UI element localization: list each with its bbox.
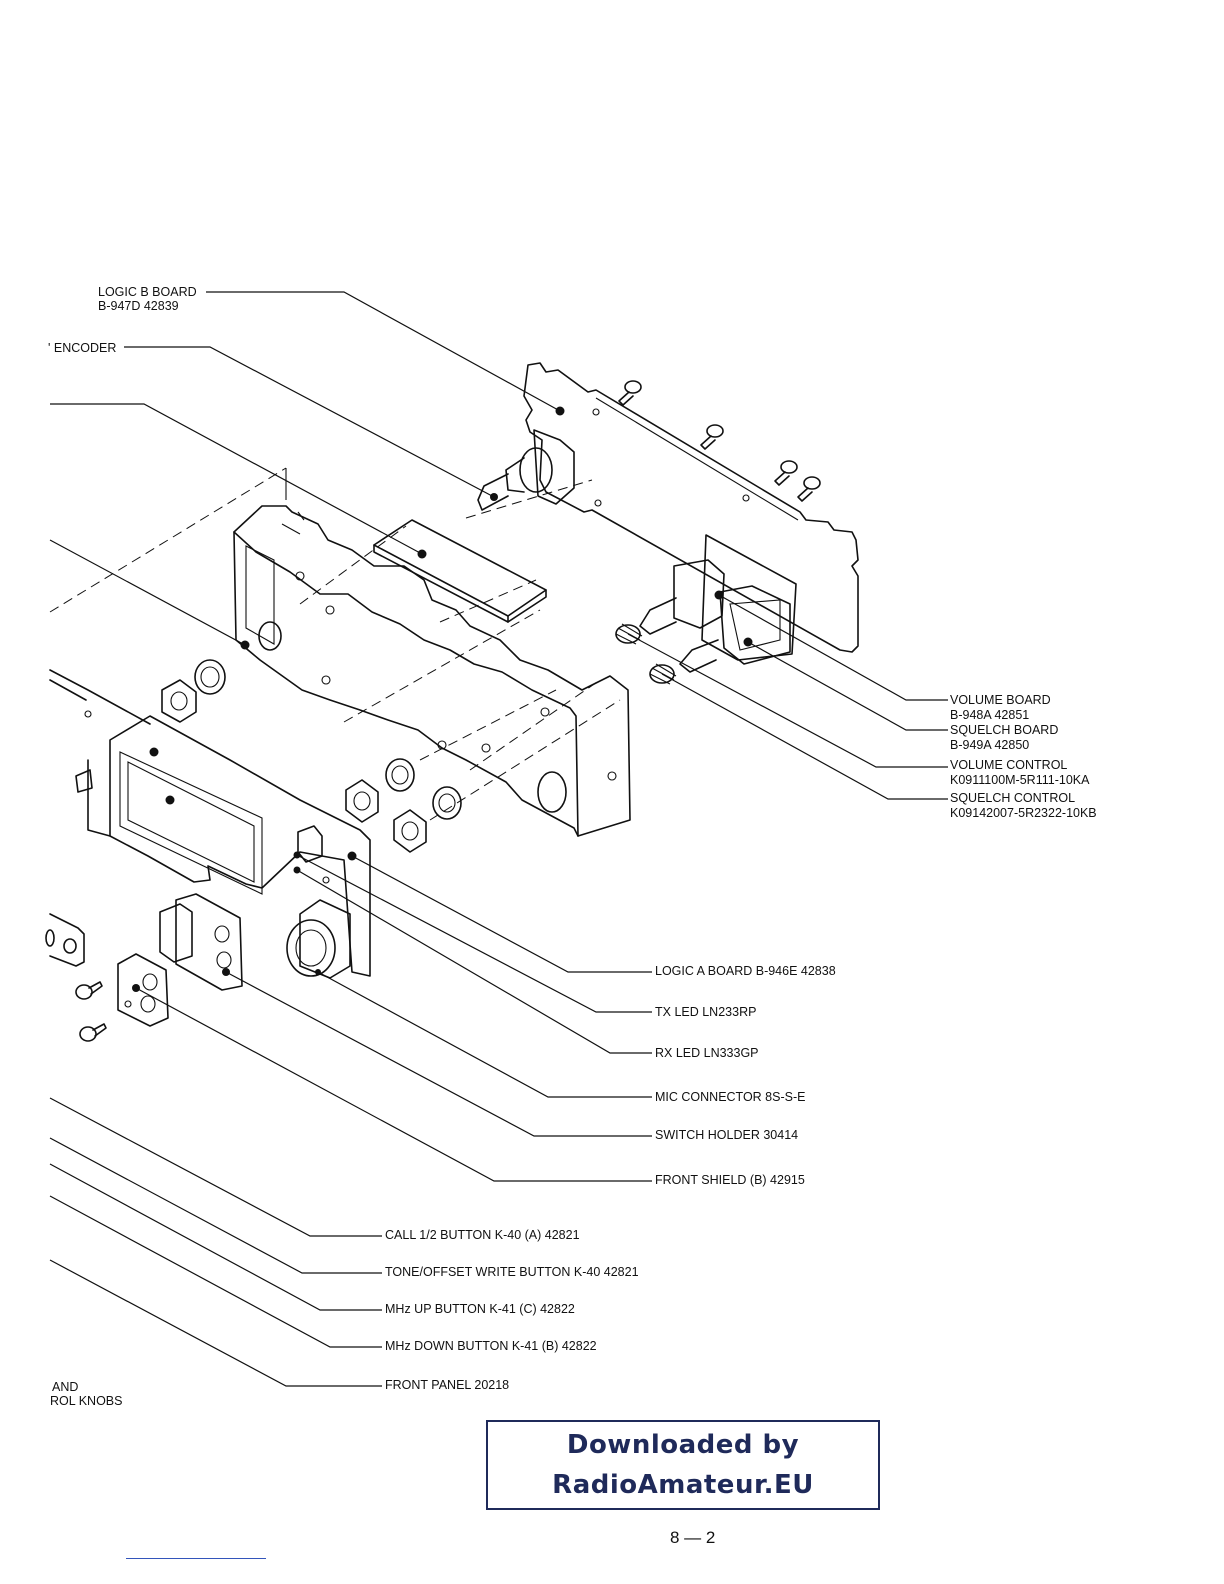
label-volume-control: VOLUME CONTROL [950, 758, 1067, 772]
screw-set-front [75, 981, 107, 1042]
label-volume-control-part: K0911100M-5R111-10KA [950, 773, 1090, 787]
logic-a-board-drawing [49, 669, 371, 977]
watermark-box: Downloaded by RadioAmateur.EU [486, 1420, 880, 1510]
footer-rule [126, 1558, 266, 1559]
watermark-line-1: Downloaded by [566, 1430, 800, 1460]
label-logic-a-board: LOGIC A BOARD B-946E 42838 [655, 964, 836, 978]
volume-squelch-boards-drawing [673, 534, 797, 665]
label-logic-b-board-part: B-947D 42839 [98, 299, 179, 313]
label-volume-board: VOLUME BOARD [950, 693, 1051, 707]
label-call-button: CALL 1/2 BUTTON K-40 (A) 42821 [385, 1228, 580, 1242]
screw-set-rear [618, 380, 821, 502]
watermark-line-2: RadioAmateur.EU [552, 1470, 814, 1500]
label-knobs-line2: ROL KNOBS [50, 1394, 122, 1408]
label-switch-holder: SWITCH HOLDER 30414 [655, 1128, 798, 1142]
alignment-lines [49, 467, 621, 821]
label-front-panel: FRONT PANEL 20218 [385, 1378, 509, 1392]
label-volume-board-part: B-948A 42851 [950, 708, 1029, 722]
switch-holder-drawing [159, 893, 243, 991]
logic-b-board-drawing [523, 362, 859, 653]
mic-connector-drawing [286, 899, 351, 979]
label-knobs-line1: AND [52, 1380, 78, 1394]
label-mhz-down-button: MHz DOWN BUTTON K-41 (B) 42822 [385, 1339, 597, 1353]
display-panel-drawing [373, 519, 547, 623]
chassis-frame-drawing [233, 468, 631, 837]
nuts-washers-drawing [161, 659, 462, 853]
front-shield-drawing [117, 953, 169, 1027]
label-squelch-board: SQUELCH BOARD [950, 723, 1058, 737]
label-squelch-control: SQUELCH CONTROL [950, 791, 1075, 805]
label-mhz-up-button: MHz UP BUTTON K-41 (C) 42822 [385, 1302, 575, 1316]
label-tx-led: TX LED LN233RP [655, 1005, 756, 1019]
label-rx-led: RX LED LN333GP [655, 1046, 759, 1060]
label-mic-connector: MIC CONNECTOR 8S-S-E [655, 1090, 805, 1104]
label-tone-offset-button: TONE/OFFSET WRITE BUTTON K-40 42821 [385, 1265, 639, 1279]
leader-lines [49, 291, 948, 1387]
encoder-drawing [477, 429, 575, 511]
page-number: 8 — 2 [670, 1528, 716, 1547]
label-encoder: ' ENCODER [48, 341, 116, 355]
label-front-shield: FRONT SHIELD (B) 42915 [655, 1173, 805, 1187]
label-squelch-board-part: B-949A 42850 [950, 738, 1029, 752]
volume-squelch-controls-drawing [615, 597, 719, 685]
label-squelch-control-part: K09142007-5R2322-10KB [950, 806, 1097, 820]
label-logic-b-board: LOGIC B BOARD [98, 285, 197, 299]
front-panel-fragment-drawing [45, 913, 85, 967]
part-labels: LOGIC B BOARD B-947D 42839 ' ENCODER VOL… [48, 285, 1097, 1408]
